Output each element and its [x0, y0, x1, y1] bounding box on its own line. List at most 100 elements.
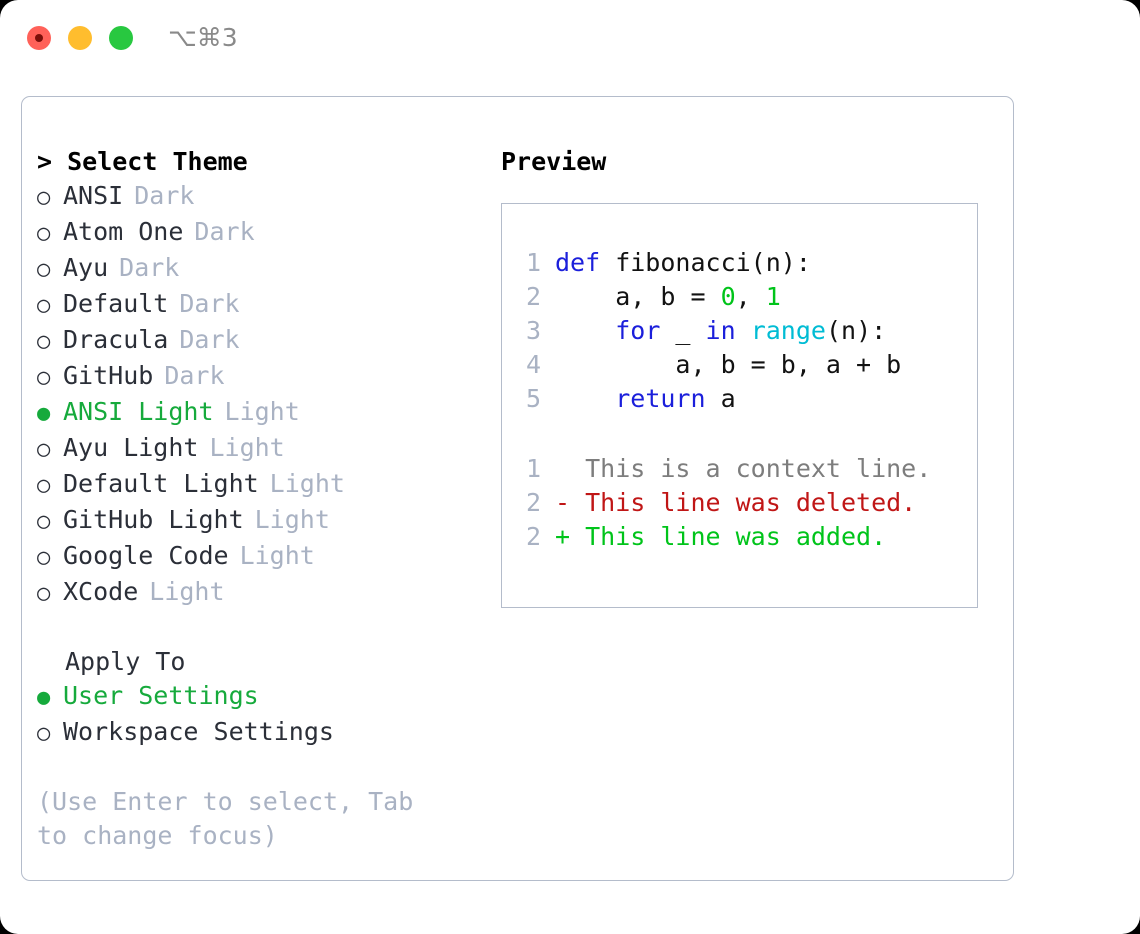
code-line: 2 a, b = 0, 1: [515, 280, 971, 314]
code-token-plain: [555, 384, 615, 413]
diff-sample: 1 This is a context line.2- This line wa…: [515, 452, 971, 554]
apply-to-label: Apply To: [65, 647, 186, 676]
theme-option-name: Default: [63, 289, 169, 318]
theme-option-dracula[interactable]: ○ Dracula Dark: [37, 323, 497, 359]
code-token-plain: (n):: [825, 316, 887, 345]
line-number: 1: [525, 248, 541, 277]
code-line: 3 for _ in range(n):: [515, 314, 971, 348]
radio-unselected-icon: ○: [37, 721, 51, 746]
code-token-plain: _: [660, 316, 706, 345]
theme-option-name: GitHub: [63, 361, 154, 390]
theme-option-kind: Light: [254, 505, 330, 534]
title-bar: ⌥⌘3: [0, 0, 1140, 78]
diff-line: 2 + This line was added.: [515, 520, 971, 554]
line-number: 2: [525, 282, 541, 311]
code-line-text: a, b = 0, 1: [555, 280, 781, 314]
code-line: 1 def fibonacci(n):: [515, 246, 971, 280]
radio-selected-icon: ●: [37, 685, 51, 710]
theme-option-name: Dracula: [63, 325, 169, 354]
code-token-plain: ,: [735, 282, 766, 311]
code-token-plain: a: [705, 384, 736, 413]
code-token-fn: range: [750, 316, 826, 345]
keyboard-shortcut-label: ⌥⌘3: [168, 23, 238, 52]
theme-option-default-light[interactable]: ○ Default Light Light: [37, 467, 497, 503]
list-spacer: [37, 611, 497, 645]
theme-option-kind: Dark: [194, 217, 255, 246]
theme-option-name: XCode: [63, 577, 139, 606]
diff-line: 2 - This line was deleted.: [515, 486, 971, 520]
maximize-window-button[interactable]: [109, 26, 133, 50]
code-token-num: 0: [720, 282, 736, 311]
apply-to-option-user-settings[interactable]: ● User Settings: [37, 679, 497, 715]
theme-option-kind: Dark: [119, 253, 180, 282]
code-line-text: for _ in range(n):: [555, 314, 886, 348]
code-line-text: a, b = b, a + b: [555, 348, 901, 382]
code-line-text: def fibonacci(n):: [555, 246, 811, 280]
diff-line: 1 This is a context line.: [515, 452, 971, 486]
apply-to-list: ● User Settings ○Workspace Settings: [37, 679, 497, 751]
line-number: 2: [525, 522, 541, 551]
radio-unselected-icon: ○: [37, 365, 51, 390]
theme-option-name: Atom One: [63, 217, 184, 246]
code-token-kw: return: [615, 384, 706, 413]
keyboard-hint-text: (Use Enter to select, Tab to change focu…: [37, 787, 429, 850]
radio-unselected-icon: ○: [37, 185, 51, 210]
line-number: 3: [525, 316, 541, 345]
radio-selected-icon: ●: [37, 401, 51, 426]
code-token-kw: for: [615, 316, 661, 345]
radio-unselected-icon: ○: [37, 545, 51, 570]
line-number: 5: [525, 384, 541, 413]
apply-to-option-workspace-settings[interactable]: ○Workspace Settings: [37, 715, 497, 751]
apply-to-option-name: User Settings: [63, 681, 259, 710]
window-controls: [27, 26, 133, 50]
theme-option-kind: Dark: [179, 325, 240, 354]
theme-option-kind: Dark: [179, 289, 240, 318]
theme-option-github-light[interactable]: ○ GitHub Light Light: [37, 503, 497, 539]
theme-option-kind: Light: [239, 541, 315, 570]
line-number: 4: [525, 350, 541, 379]
theme-option-name: GitHub Light: [63, 505, 244, 534]
close-window-button[interactable]: [27, 26, 51, 50]
line-number: 2: [525, 488, 541, 517]
code-line: 5 return a: [515, 382, 971, 416]
minimize-window-button[interactable]: [68, 26, 92, 50]
code-token-kw: in: [705, 316, 736, 345]
code-token-kw: def: [555, 248, 601, 277]
diff-line-text-del: - This line was deleted.: [555, 488, 917, 517]
radio-unselected-icon: ○: [37, 257, 51, 282]
theme-option-kind: Light: [209, 433, 285, 462]
theme-option-name: Default Light: [63, 469, 259, 498]
code-token-num: 1: [765, 282, 781, 311]
hint-spacer: [37, 751, 497, 785]
radio-unselected-icon: ○: [37, 473, 51, 498]
radio-unselected-icon: ○: [37, 329, 51, 354]
code-line: 4 a, b = b, a + b: [515, 348, 971, 382]
theme-option-name: ANSI Light: [63, 397, 214, 426]
code-token-plain: a, b =: [555, 282, 721, 311]
theme-option-github[interactable]: ○ GitHub Dark: [37, 359, 497, 395]
radio-unselected-icon: ○: [37, 509, 51, 534]
preview-heading: Preview: [501, 147, 607, 176]
theme-option-name: Ayu Light: [63, 433, 199, 462]
theme-option-kind: Dark: [164, 361, 225, 390]
theme-option-atom-one[interactable]: ○ Atom One Dark: [37, 215, 497, 251]
code-token-plain: [736, 316, 751, 345]
diff-line-text-add: + This line was added.: [555, 522, 887, 551]
code-token-plain: fibonacci(n):: [600, 248, 811, 277]
code-token-plain: [555, 316, 615, 345]
radio-unselected-icon: ○: [37, 221, 51, 246]
theme-option-kind: Dark: [134, 181, 195, 210]
theme-option-kind: Light: [269, 469, 345, 498]
